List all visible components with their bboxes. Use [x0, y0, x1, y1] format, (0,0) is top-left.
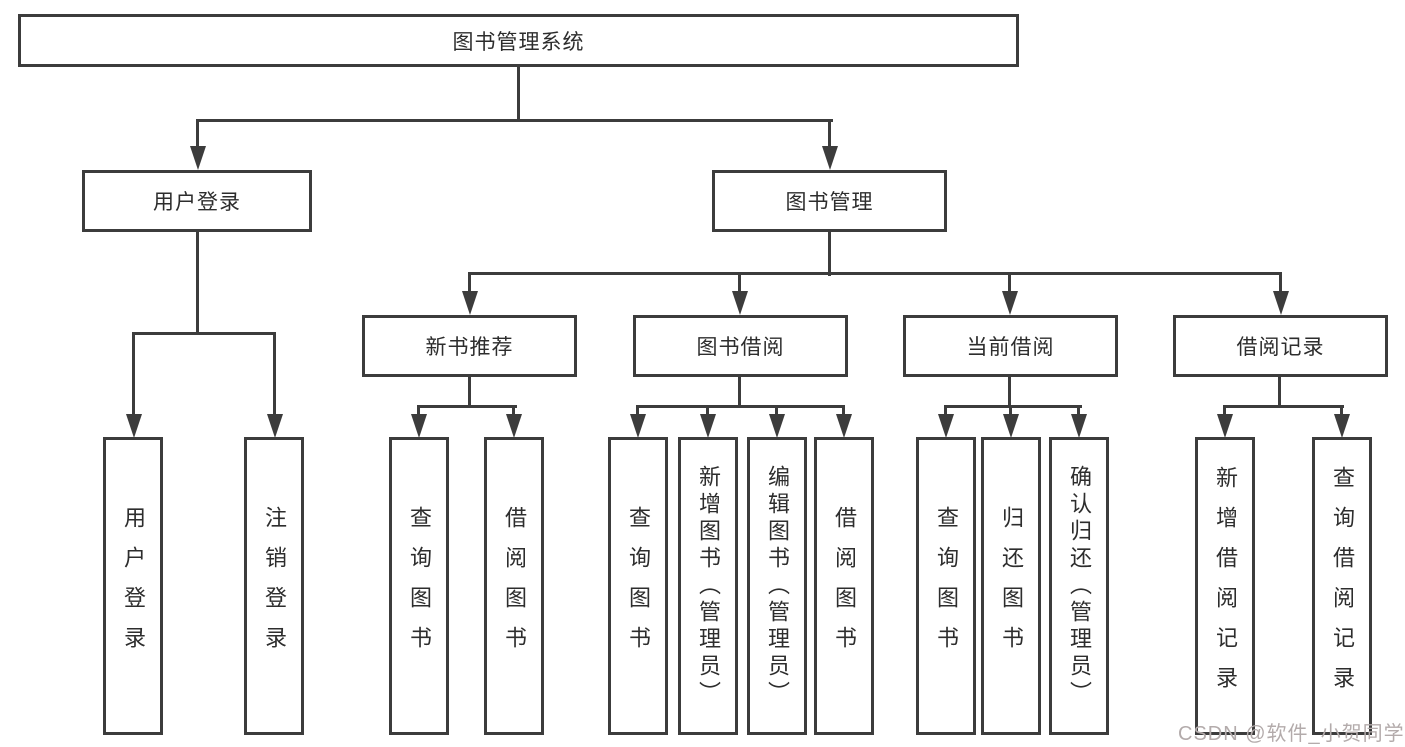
arrowhead-down: [1217, 414, 1233, 438]
arrowhead-down: [700, 414, 716, 438]
connector-line: [1008, 377, 1011, 408]
connector-line: [1077, 405, 1080, 419]
arrowhead-down: [1071, 414, 1087, 438]
node-borrow-books-1: 借阅图书: [484, 437, 544, 735]
connector-line: [828, 232, 831, 276]
node-return-books: 归还图书: [981, 437, 1041, 735]
connector-line: [417, 405, 420, 419]
arrowhead-down: [126, 414, 142, 438]
connector-line: [636, 405, 639, 419]
node-query-borrow-record-label: 查询借阅记录: [1330, 466, 1355, 706]
connector-line: [196, 119, 833, 122]
node-user-login-leaf-label: 用户登录: [121, 506, 146, 666]
connector-line: [1009, 405, 1012, 419]
connector-line: [1340, 405, 1343, 419]
node-edit-book-admin-label: 编辑图书（管理员）: [765, 464, 790, 708]
connector-line: [1008, 272, 1011, 296]
arrowhead-down: [411, 414, 427, 438]
connector-line: [944, 405, 1082, 408]
connector-line: [468, 377, 471, 408]
arrowhead-down: [732, 291, 748, 315]
node-book-management: 图书管理: [712, 170, 947, 232]
node-borrowing-records-label: 借阅记录: [1236, 336, 1325, 359]
node-add-book-admin-label: 新增图书（管理员）: [696, 464, 721, 708]
connector-line: [738, 272, 741, 296]
node-query-books-2: 查询图书: [608, 437, 668, 735]
connector-line: [512, 405, 515, 419]
connector-line: [944, 405, 947, 419]
connector-line: [1223, 405, 1344, 408]
node-new-book-recommendation-label: 新书推荐: [425, 336, 514, 359]
connector-line: [517, 66, 520, 122]
arrowhead-down: [506, 414, 522, 438]
connector-line: [636, 405, 845, 408]
node-confirm-return-admin-label: 确认归还（管理员）: [1067, 464, 1092, 708]
watermark-text: CSDN @软件_小贺同学: [1178, 723, 1405, 745]
connector-line: [1278, 377, 1281, 408]
arrowhead-down: [1273, 291, 1289, 315]
node-current-borrowing: 当前借阅: [903, 315, 1118, 377]
connector-line: [1279, 272, 1282, 296]
node-query-books-2-label: 查询图书: [626, 506, 651, 666]
arrowhead-down: [769, 414, 785, 438]
node-user-login-label: 用户登录: [153, 191, 241, 214]
node-system-root: 图书管理系统: [18, 14, 1019, 67]
node-current-borrowing-label: 当前借阅: [966, 336, 1055, 359]
connector-line: [775, 405, 778, 419]
node-edit-book-admin: 编辑图书（管理员）: [747, 437, 807, 735]
node-user-login: 用户登录: [82, 170, 312, 232]
arrowhead-down: [1003, 414, 1019, 438]
connector-line: [738, 377, 741, 408]
connector-line: [828, 119, 831, 152]
node-query-books-1-label: 查询图书: [407, 506, 432, 666]
node-borrow-books-1-label: 借阅图书: [502, 506, 527, 666]
connector-line: [132, 332, 276, 335]
arrowhead-down: [630, 414, 646, 438]
node-query-books-3-label: 查询图书: [934, 506, 959, 666]
arrowhead-down: [1334, 414, 1350, 438]
connector-line: [132, 332, 135, 420]
connector-line: [468, 272, 1282, 275]
node-query-borrow-record: 查询借阅记录: [1312, 437, 1372, 735]
arrowhead-down: [267, 414, 283, 438]
connector-line: [468, 272, 471, 296]
connector-line: [706, 405, 709, 419]
connector-line: [1223, 405, 1226, 419]
node-book-borrowing-label: 图书借阅: [696, 336, 785, 359]
arrowhead-down: [938, 414, 954, 438]
node-borrow-books-2-label: 借阅图书: [832, 506, 857, 666]
node-borrow-books-2: 借阅图书: [814, 437, 874, 735]
node-logout-leaf: 注销登录: [244, 437, 304, 735]
node-book-borrowing: 图书借阅: [633, 315, 848, 377]
connector-line: [273, 332, 276, 420]
arrowhead-down: [836, 414, 852, 438]
arrowhead-down: [1002, 291, 1018, 315]
node-add-book-admin: 新增图书（管理员）: [678, 437, 738, 735]
node-add-borrow-record-label: 新增借阅记录: [1213, 466, 1238, 706]
connector-line: [196, 232, 199, 335]
node-return-books-label: 归还图书: [999, 506, 1024, 666]
connector-line: [417, 405, 517, 408]
node-add-borrow-record: 新增借阅记录: [1195, 437, 1255, 735]
connector-line: [842, 405, 845, 419]
node-new-book-recommendation: 新书推荐: [362, 315, 577, 377]
arrowhead-down: [190, 146, 206, 170]
arrowhead-down: [462, 291, 478, 315]
node-query-books-1: 查询图书: [389, 437, 449, 735]
node-logout-leaf-label: 注销登录: [262, 506, 287, 666]
node-confirm-return-admin: 确认归还（管理员）: [1049, 437, 1109, 735]
node-query-books-3: 查询图书: [916, 437, 976, 735]
node-book-management-label: 图书管理: [785, 191, 874, 214]
node-system-root-label: 图书管理系统: [452, 30, 585, 54]
node-user-login-leaf: 用户登录: [103, 437, 163, 735]
node-borrowing-records: 借阅记录: [1173, 315, 1388, 377]
arrowhead-down: [822, 146, 838, 170]
connector-line: [196, 119, 199, 152]
